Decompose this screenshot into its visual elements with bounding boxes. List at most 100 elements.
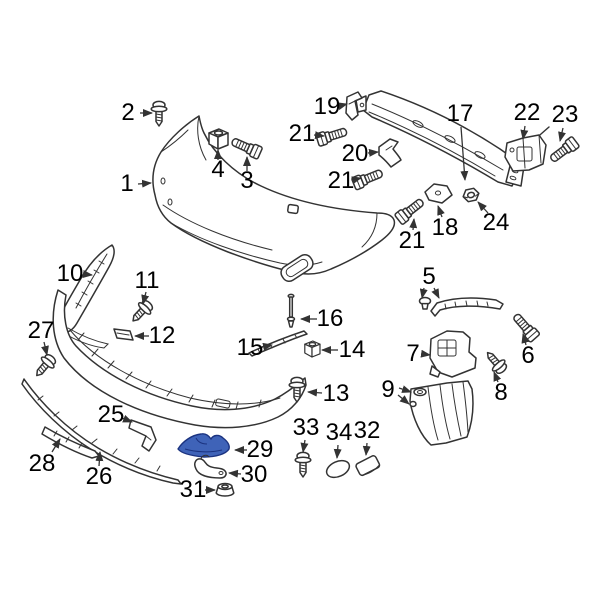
callout-arrow-18 (437, 205, 445, 218)
part-29-highlighted-guard[interactable] (177, 433, 230, 458)
callout-9[interactable]: 9 (381, 376, 395, 403)
part-20-bracket[interactable] (378, 138, 402, 168)
callout-14[interactable]: 14 (338, 336, 366, 363)
callout-arrow-19 (337, 102, 348, 111)
callout-28[interactable]: 28 (28, 450, 56, 477)
part-4-clip-nut[interactable] (208, 128, 229, 150)
part-34-gasket[interactable] (324, 457, 352, 480)
callout-arrow-33 (300, 439, 309, 453)
part-33-bolt[interactable] (294, 451, 312, 478)
callout-24[interactable]: 24 (482, 209, 510, 236)
callout-arrow-21 (313, 131, 325, 140)
part-25-bracket[interactable] (128, 419, 157, 452)
part-3-bolt[interactable] (229, 134, 264, 161)
part-16-pin[interactable] (286, 293, 296, 328)
part-30-hook[interactable] (194, 454, 227, 479)
callout-7[interactable]: 7 (406, 340, 420, 367)
callout-20[interactable]: 20 (341, 140, 369, 167)
callout-arrow-11 (141, 291, 150, 305)
part-24-nut[interactable] (461, 186, 481, 204)
part-7-bracket[interactable] (429, 330, 477, 378)
callout-arrows (41, 102, 566, 494)
callout-arrow-22 (520, 125, 529, 140)
callout-arrow-8 (493, 371, 502, 383)
callout-11[interactable]: 11 (134, 267, 160, 294)
part-32-pad[interactable] (355, 455, 381, 477)
callout-5[interactable]: 5 (422, 263, 436, 290)
callout-33[interactable]: 33 (292, 414, 320, 441)
callout-arrow-5 (431, 287, 440, 299)
callout-26[interactable]: 26 (85, 463, 113, 490)
callout-arrow-32 (362, 442, 371, 456)
callout-arrow-10 (82, 270, 93, 278)
callout-32[interactable]: 32 (353, 417, 381, 444)
callout-1[interactable]: 1 (120, 170, 134, 197)
callout-2[interactable]: 2 (121, 99, 135, 126)
callout-arrow-34 (333, 444, 342, 459)
part-9-under-cover[interactable] (409, 380, 474, 446)
callout-18[interactable]: 18 (431, 214, 459, 241)
callout-arrow-25 (121, 414, 133, 423)
callout-arrow-24 (477, 201, 489, 214)
callout-arrow-7 (420, 349, 431, 358)
callout-arrow-30 (228, 469, 242, 478)
callout-3[interactable]: 3 (240, 167, 254, 194)
callout-17[interactable]: 17 (446, 100, 474, 127)
part-26-lower-strip[interactable] (21, 378, 182, 485)
part-18-bracket[interactable] (424, 183, 453, 204)
callout-arrow-28 (51, 438, 61, 453)
callout-arrow-21 (351, 176, 362, 185)
callout-arrow-26 (95, 451, 104, 467)
callout-34[interactable]: 34 (325, 419, 353, 446)
callout-19[interactable]: 19 (313, 93, 341, 120)
part-23-bolt[interactable] (547, 135, 581, 166)
callout-12[interactable]: 12 (148, 322, 176, 349)
callout-arrow-27 (41, 341, 49, 356)
callout-arrow-1 (137, 179, 152, 188)
callout-22[interactable]: 22 (513, 99, 541, 126)
part-22-bracket[interactable] (504, 126, 550, 172)
part-lower-fascia[interactable] (52, 289, 307, 429)
part-1-bumper-cover[interactable] (152, 115, 396, 284)
part-2-screw[interactable] (150, 100, 168, 127)
callout-10[interactable]: 10 (56, 260, 84, 287)
callout-6[interactable]: 6 (521, 342, 535, 369)
callout-25[interactable]: 25 (97, 401, 125, 428)
callout-arrow-5 (419, 287, 428, 299)
callout-arrow-15 (261, 342, 273, 351)
part-19-bracket[interactable] (345, 91, 363, 121)
part-5-side-bracket[interactable] (418, 296, 504, 317)
callout-4[interactable]: 4 (211, 156, 225, 183)
callout-arrow-17 (460, 126, 469, 181)
callout-arrow-6 (521, 333, 530, 346)
part-31-nut[interactable] (215, 482, 235, 497)
callout-arrow-13 (307, 388, 323, 397)
part-27-screw[interactable] (30, 350, 60, 382)
part-21-bolt-b[interactable] (350, 166, 385, 191)
callout-15[interactable]: 15 (236, 334, 264, 361)
part-8-screw[interactable] (480, 346, 511, 378)
callout-21[interactable]: 21 (288, 120, 316, 147)
callout-arrow-23 (558, 127, 566, 142)
callout-8[interactable]: 8 (494, 379, 508, 406)
callout-arrow-21 (409, 218, 418, 231)
callout-arrow-9 (397, 394, 410, 405)
callout-21[interactable]: 21 (327, 167, 355, 194)
callout-21[interactable]: 21 (398, 227, 426, 254)
callout-23[interactable]: 23 (551, 101, 579, 128)
callout-29-highlighted[interactable]: 29 (246, 436, 274, 463)
callout-31[interactable]: 31 (179, 476, 207, 503)
callout-30[interactable]: 30 (240, 461, 268, 488)
part-12-plate[interactable] (113, 328, 134, 341)
part-21-bolt-c[interactable] (393, 195, 427, 226)
callout-27[interactable]: 27 (27, 317, 55, 344)
callout-16[interactable]: 16 (316, 305, 344, 332)
callout-arrow-20 (367, 148, 379, 157)
exhaust-cutout (280, 253, 314, 283)
part-14-clip-nut[interactable] (304, 340, 321, 358)
callout-13[interactable]: 13 (322, 380, 350, 407)
part-6-bolt[interactable] (509, 310, 541, 344)
